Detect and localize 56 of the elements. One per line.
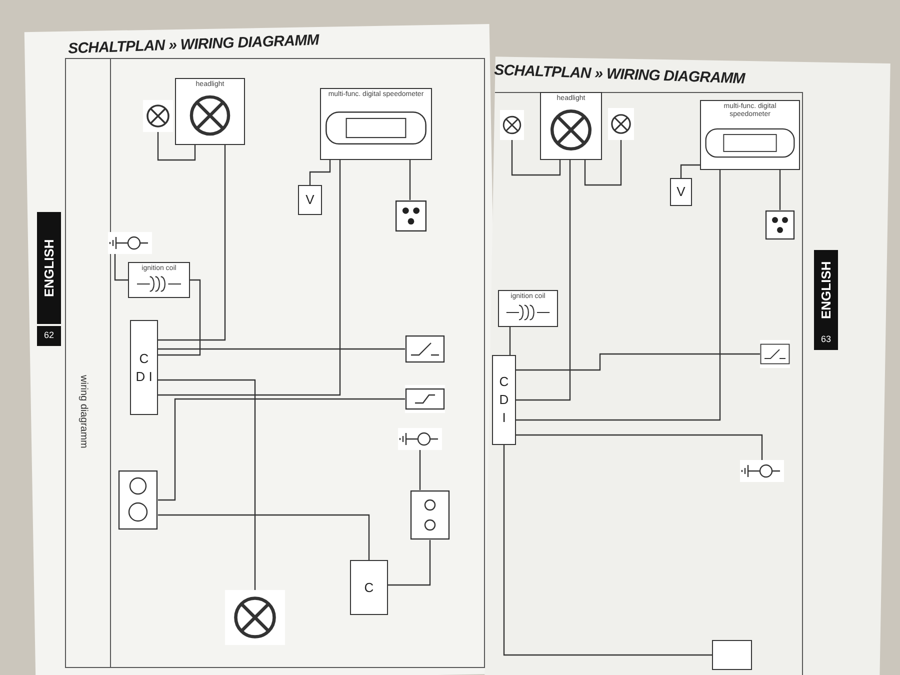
wire <box>409 160 411 200</box>
regulator-box <box>712 640 752 670</box>
wire <box>419 450 421 490</box>
headlight-component <box>540 92 602 160</box>
page-number: 62 <box>37 326 61 346</box>
generator-symbol <box>118 470 158 530</box>
switch-symbol <box>405 335 445 363</box>
sensor-symbol <box>405 385 445 413</box>
wire <box>158 145 226 341</box>
ground-symbol <box>108 232 152 254</box>
wire <box>503 445 712 656</box>
cdi-unit: C D I <box>130 320 158 415</box>
wire <box>584 140 622 186</box>
speedometer-component <box>700 100 800 170</box>
wire <box>779 170 781 210</box>
cdi-unit: C D I <box>492 355 516 445</box>
page-number: 63 <box>814 330 838 350</box>
switch-symbol <box>760 340 790 368</box>
lamp-symbol <box>608 108 634 140</box>
side-caption: wiring diagramm <box>77 375 90 448</box>
ground-symbol <box>398 428 442 450</box>
ignition-coil-component <box>498 290 558 327</box>
wire <box>516 434 763 460</box>
wire <box>680 164 700 178</box>
wire <box>158 514 370 560</box>
connector-symbol <box>395 200 427 232</box>
regulator-box: C <box>350 560 388 615</box>
wire <box>158 348 405 350</box>
wire <box>516 160 571 401</box>
wire <box>158 160 341 396</box>
lamp-symbol <box>143 100 173 132</box>
ground-symbol <box>740 460 784 482</box>
wire <box>388 540 431 586</box>
voltage-box: V <box>670 178 692 206</box>
language-tab: ENGLISH <box>37 212 61 324</box>
page-heading: SCHALTPLAN » WIRING DIAGRAMM <box>494 60 746 90</box>
page-heading: SCHALTPLAN » WIRING DIAGRAMM <box>68 30 320 60</box>
voltage-box: V <box>298 185 322 215</box>
wire <box>158 279 201 356</box>
ignition-coil-component <box>128 262 190 298</box>
wire <box>509 327 511 355</box>
speedometer-component <box>320 88 432 160</box>
wire <box>309 160 331 185</box>
wire <box>516 170 721 421</box>
wire <box>511 140 561 176</box>
wire <box>158 398 405 501</box>
wire <box>158 379 256 590</box>
lamp-symbol <box>500 110 524 140</box>
wire <box>157 132 196 161</box>
wire <box>516 353 760 371</box>
connector-symbol <box>765 210 795 240</box>
tail-light-symbol <box>225 590 285 645</box>
wire <box>114 254 128 281</box>
language-tab: ENGLISH <box>814 250 838 330</box>
headlight-component <box>175 78 245 145</box>
battery-symbol <box>410 490 450 540</box>
